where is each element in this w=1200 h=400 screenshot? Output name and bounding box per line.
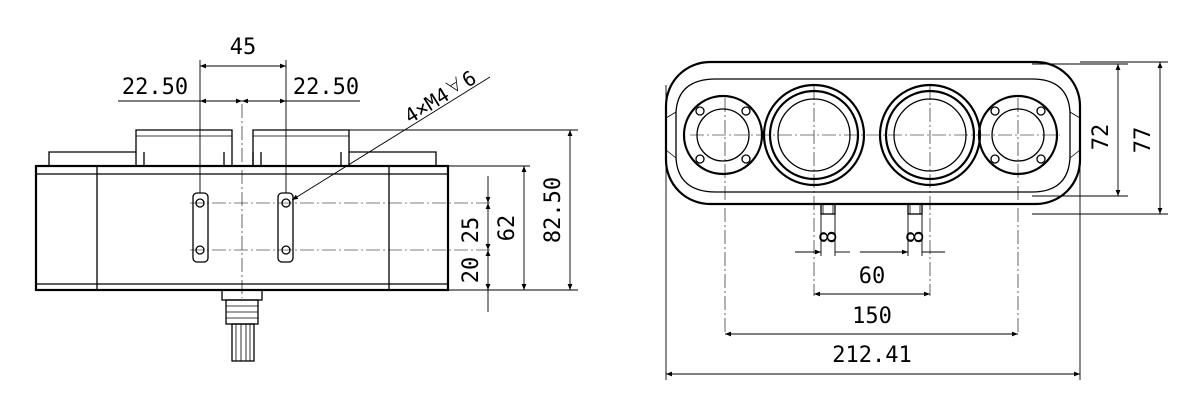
label-22-50-left: 22.50 <box>122 75 188 100</box>
dim-slot-25: 25 <box>459 176 491 250</box>
label-45: 45 <box>230 35 257 60</box>
label-62: 62 <box>495 215 520 242</box>
dim-total-width: 212.41 <box>665 85 1081 380</box>
screw-icon <box>741 106 751 116</box>
dim-body-62: 62 <box>448 165 530 290</box>
front-view: 45 22.50 22.50 4×M4 6 25 <box>34 35 578 362</box>
screw-icon <box>990 106 1000 116</box>
label-212-41: 212.41 <box>832 343 911 368</box>
label-pin-left-8: 8 <box>817 230 842 243</box>
label-depth: 6 <box>458 65 481 92</box>
dim-pin-spacing-60: 60 <box>814 264 930 297</box>
label-150: 150 <box>852 304 892 329</box>
screw-icon <box>741 154 751 164</box>
depth-symbol <box>445 76 459 92</box>
screw-icon <box>695 154 705 164</box>
mounting-slots <box>190 192 492 263</box>
screw-icon <box>990 154 1000 164</box>
label-20: 20 <box>459 257 484 284</box>
lens-small-left <box>682 94 764 176</box>
label-72: 72 <box>1089 124 1114 151</box>
dim-outer-spacing-150: 150 <box>725 304 1018 337</box>
lens-large-right <box>878 83 982 187</box>
top-view: 8 8 60 150 212.41 72 <box>664 60 1168 380</box>
locating-pins: 8 8 <box>795 203 945 256</box>
top-caps <box>48 129 437 166</box>
label-60: 60 <box>859 264 886 289</box>
dim-height-72: 72 <box>1032 63 1128 197</box>
label-pin-right-8: 8 <box>904 230 929 243</box>
dim-slot-20: 20 <box>448 250 500 312</box>
label-thread: 4×M4 <box>400 82 454 128</box>
lens-large-left <box>762 83 866 187</box>
label-77: 77 <box>1131 127 1156 154</box>
label-82-50: 82.50 <box>541 177 566 243</box>
dim-total-82-50: 82.50 <box>262 129 578 291</box>
screw-icon <box>1036 106 1046 116</box>
dim-half-spacing: 22.50 22.50 <box>118 75 360 104</box>
connector <box>221 289 263 362</box>
label-22-50-right: 22.50 <box>293 75 359 100</box>
screw-icon <box>695 106 705 116</box>
label-25: 25 <box>459 217 484 244</box>
screw-icon <box>1036 154 1046 164</box>
dim-hole-spacing: 45 <box>199 35 287 193</box>
dim-height-77: 77 <box>1032 61 1168 215</box>
